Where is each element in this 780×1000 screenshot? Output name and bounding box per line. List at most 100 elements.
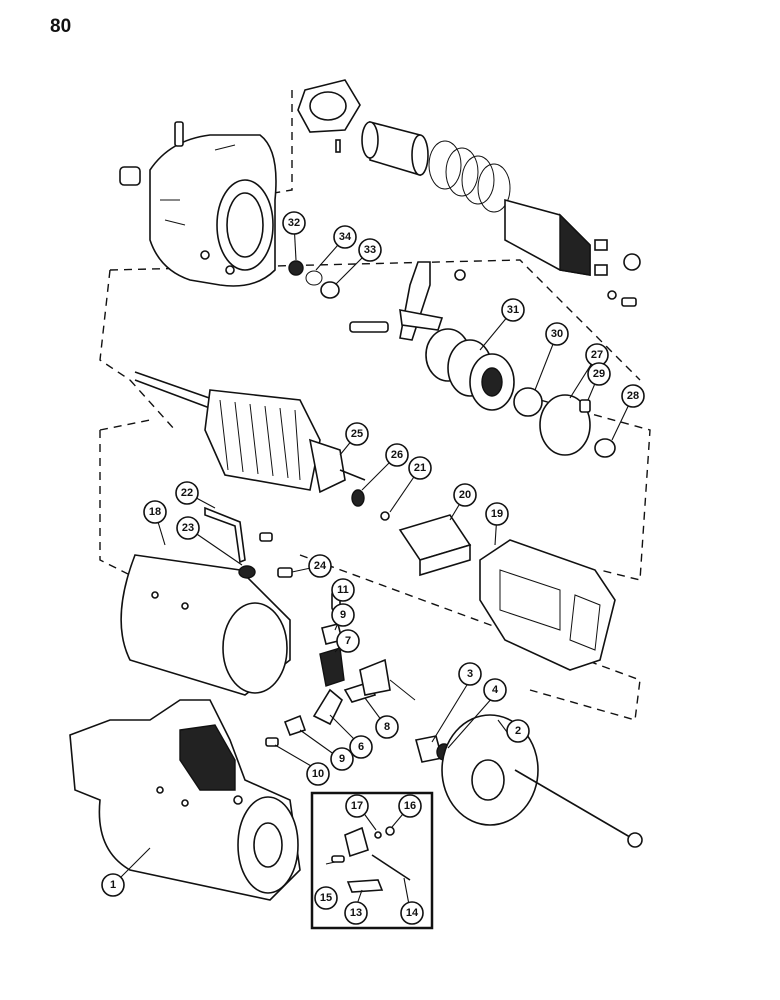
- svg-text:32: 32: [288, 217, 300, 229]
- starter-assembly: [69, 699, 301, 901]
- rod-near-8: [389, 679, 416, 701]
- callout-21: 21: [408, 456, 432, 480]
- svg-text:10: 10: [312, 768, 324, 780]
- callout-18: 18: [143, 500, 167, 524]
- svg-text:18: 18: [149, 506, 161, 518]
- washer-26: [351, 489, 365, 507]
- svg-text:30: 30: [551, 328, 563, 340]
- drive-assembly: [425, 328, 515, 411]
- svg-text:3: 3: [467, 668, 473, 680]
- pin: [174, 121, 184, 147]
- screw-near-22: [259, 532, 273, 542]
- page-number: 80: [50, 16, 72, 37]
- callout-16: 16: [398, 794, 422, 818]
- bushing-28: [594, 438, 616, 458]
- svg-text:11: 11: [337, 584, 349, 596]
- callout-23: 23: [176, 516, 200, 540]
- plate-near-8: [359, 658, 391, 696]
- svg-text:17: 17: [351, 800, 363, 812]
- solenoid-plunger: [361, 120, 429, 177]
- bracket-6: [312, 688, 343, 726]
- svg-text:13: 13: [350, 907, 362, 919]
- drive-housing: [149, 134, 277, 287]
- callout-9b: 9: [330, 747, 354, 771]
- screw: [621, 297, 637, 307]
- callout-25: 25: [345, 422, 369, 446]
- grommet-23: [238, 565, 256, 579]
- collar-33: [320, 281, 340, 299]
- callout-22: 22: [175, 481, 199, 505]
- svg-text:29: 29: [593, 368, 605, 380]
- callout-13: 13: [344, 901, 368, 925]
- insulator-9b: [283, 714, 307, 737]
- svg-text:14: 14: [406, 907, 419, 919]
- screw-10: [265, 737, 279, 747]
- lever-nut: [454, 269, 466, 281]
- washer-21: [380, 511, 390, 521]
- callout-15: 15: [314, 886, 338, 910]
- field-coils: [479, 539, 616, 671]
- callout-2: 2: [506, 719, 530, 743]
- svg-text:33: 33: [364, 244, 376, 256]
- callout-6: 6: [349, 735, 373, 759]
- svg-text:15: 15: [320, 892, 332, 904]
- brake-washer-27: [539, 394, 591, 456]
- svg-text:23: 23: [182, 522, 194, 534]
- callout-1: 1: [101, 873, 125, 897]
- snap-ring-34: [305, 270, 323, 286]
- callout-7: 7: [336, 629, 360, 653]
- svg-text:9: 9: [339, 753, 345, 765]
- screw-24: [277, 567, 293, 578]
- svg-text:2: 2: [515, 725, 521, 737]
- svg-text:34: 34: [339, 231, 352, 243]
- screw-29: [579, 399, 591, 413]
- callout-28: 28: [621, 384, 645, 408]
- callout-17: 17: [345, 794, 369, 818]
- pivot-bolt: [349, 321, 389, 333]
- svg-text:22: 22: [181, 487, 193, 499]
- callout-19: 19: [485, 502, 509, 526]
- through-bolt-head: [627, 832, 643, 848]
- thrust-washer-30: [513, 387, 543, 417]
- svg-text:20: 20: [459, 489, 471, 501]
- callout-26: 26: [385, 443, 409, 467]
- callout-33: 33: [358, 238, 382, 262]
- bushing-small: [119, 166, 141, 186]
- svg-text:7: 7: [345, 635, 351, 647]
- washer: [607, 290, 617, 300]
- svg-text:25: 25: [351, 428, 363, 440]
- link-22: [204, 506, 246, 564]
- svg-text:16: 16: [404, 800, 416, 812]
- mounting-gasket: [297, 79, 361, 133]
- callout-31: 31: [501, 298, 525, 322]
- svg-text:26: 26: [391, 449, 403, 461]
- callout-30: 30: [545, 322, 569, 346]
- callout-3: 3: [458, 662, 482, 686]
- callout-11: 11: [331, 578, 355, 602]
- return-springs: [428, 140, 511, 213]
- callout-10: 10: [306, 762, 330, 786]
- callout-32: 32: [282, 211, 306, 235]
- retainer-32: [288, 260, 304, 276]
- svg-text:9: 9: [340, 609, 346, 621]
- callout-9a: 9: [331, 603, 355, 627]
- solenoid: [504, 198, 608, 276]
- callout-20: 20: [453, 483, 477, 507]
- drive-group-outline: [99, 90, 641, 381]
- pin-small: [335, 139, 341, 153]
- svg-text:19: 19: [491, 508, 503, 520]
- svg-text:6: 6: [358, 741, 364, 753]
- field-frame: [120, 554, 291, 696]
- svg-text:27: 27: [591, 349, 603, 361]
- callout-4: 4: [483, 678, 507, 702]
- svg-text:24: 24: [314, 560, 327, 572]
- callout-24: 24: [308, 554, 332, 578]
- armature: [134, 371, 366, 494]
- callout-27: 27: [585, 343, 609, 367]
- svg-text:28: 28: [627, 390, 639, 402]
- frame-group-outline: [99, 419, 641, 721]
- brush-holder: [398, 514, 472, 577]
- callout-14: 14: [400, 901, 424, 925]
- armature-group-outline: [129, 379, 651, 581]
